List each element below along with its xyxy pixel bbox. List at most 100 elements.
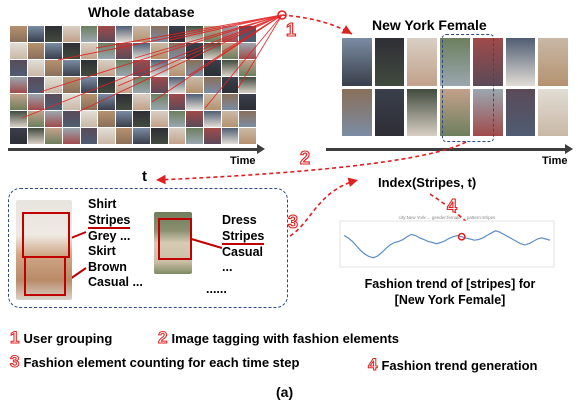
collage-photo xyxy=(45,60,62,76)
collage-photo xyxy=(45,94,62,110)
chart-caption-line1: Fashion trend of [stripes] for xyxy=(364,277,536,291)
collage-photo xyxy=(10,94,27,110)
collage-photo xyxy=(472,38,503,86)
chart-header: city:New York ... gender:female ... patt… xyxy=(399,215,497,220)
collage-photo xyxy=(133,77,151,93)
collage-photo xyxy=(505,88,536,136)
tag-brown: Brown xyxy=(88,259,127,274)
collage-photo xyxy=(62,111,80,127)
collage-photo xyxy=(342,38,372,86)
collage-photo xyxy=(239,60,256,76)
collage-photo xyxy=(151,77,168,93)
step-number-2: 2 xyxy=(299,147,311,168)
tag-ellipsis-right: ... xyxy=(222,260,233,274)
collage-photo xyxy=(239,43,256,59)
collage-photo xyxy=(62,94,80,110)
collage-photo xyxy=(27,128,45,144)
collage-photo xyxy=(239,77,256,93)
collage-photo xyxy=(115,94,133,110)
collage-photo xyxy=(221,111,239,127)
collage-photo xyxy=(407,38,438,86)
step-number-4: 4 xyxy=(446,195,458,216)
selected-time-window xyxy=(442,34,494,142)
collage-photo xyxy=(133,26,151,42)
collage-photo xyxy=(407,88,438,136)
timeline-left xyxy=(8,144,265,154)
legend-text-4: Fashion trend generation xyxy=(381,358,538,373)
collage-photo xyxy=(204,111,221,127)
trend-line xyxy=(343,230,551,259)
skirt-detection-box xyxy=(24,256,66,296)
tag-shirt: Shirt xyxy=(88,197,117,211)
time-step-label: t xyxy=(142,168,147,185)
collage-photo xyxy=(151,111,168,127)
collage-photo xyxy=(98,128,115,144)
collage-photo xyxy=(45,111,62,127)
collage-photo xyxy=(538,88,568,136)
tag-skirt: Skirt xyxy=(88,244,116,258)
collage-photo xyxy=(45,43,62,59)
collage-photo xyxy=(45,128,62,144)
chart-frame xyxy=(339,220,555,268)
fashion-trend-chart: city:New York ... gender:female ... patt… xyxy=(339,215,555,268)
legend-number-1: 1 xyxy=(9,328,20,348)
whole-database-title: Whole database xyxy=(88,4,195,20)
collage-photo xyxy=(98,94,115,110)
shirt-detection-box xyxy=(22,212,70,258)
collage-photo xyxy=(98,77,115,93)
step-number-3: 3 xyxy=(287,211,299,232)
legend-text-3: Fashion element counting for each time s… xyxy=(23,355,300,370)
collage-photo xyxy=(168,111,186,127)
collage-photo xyxy=(27,111,45,127)
collage-photo xyxy=(505,38,536,86)
collage-photo xyxy=(27,60,45,76)
collage-photo xyxy=(186,77,204,93)
collage-photo xyxy=(80,26,98,42)
tag-casual-left: Casual ... xyxy=(88,275,143,289)
collage-photo xyxy=(440,88,470,136)
collage-photo xyxy=(168,128,186,144)
highlighted-point xyxy=(457,232,466,241)
collage-photo xyxy=(133,111,151,127)
step2-arrow xyxy=(155,141,467,185)
collage-photo xyxy=(10,60,27,76)
collage-photo xyxy=(27,77,45,93)
collage-photo xyxy=(62,43,80,59)
step1-fan-lines xyxy=(21,14,283,119)
collage-photo xyxy=(10,43,27,59)
collage-photo xyxy=(98,111,115,127)
collage-photo xyxy=(239,94,256,110)
step1-arrow xyxy=(281,14,353,35)
time-label-right: Time xyxy=(542,155,568,167)
tag-stripes-left: Stripes xyxy=(88,212,131,229)
index-label: Index(Stripes, t) xyxy=(378,175,477,190)
collage-photo xyxy=(115,111,133,127)
tagging-box xyxy=(8,188,288,308)
collage-photo xyxy=(186,111,204,127)
whole-database-collage xyxy=(10,26,256,144)
collage-photo xyxy=(80,128,98,144)
collage-photo xyxy=(27,26,45,42)
tag-stripes-right: Stripes xyxy=(222,228,265,245)
collage-photo xyxy=(374,88,405,136)
collage-photo xyxy=(62,128,80,144)
collage-photo xyxy=(10,111,27,127)
collage-photo xyxy=(374,38,405,86)
collage-photo xyxy=(133,128,151,144)
collage-photo xyxy=(204,128,221,144)
collage-photo xyxy=(440,38,470,86)
collage-photo xyxy=(133,94,151,110)
legend-number-4: 4 xyxy=(367,355,378,375)
tag-casual-right: Casual xyxy=(222,244,263,259)
tag-grey: Grey ... xyxy=(88,228,131,243)
new-york-female-collage xyxy=(342,38,568,136)
collage-photo xyxy=(151,94,168,110)
collage-photo xyxy=(80,77,98,93)
collage-photo xyxy=(115,43,133,59)
collage-photo xyxy=(62,60,80,76)
step-number-1: 1 xyxy=(285,19,297,40)
step3-arrow xyxy=(289,177,359,237)
collage-photo xyxy=(45,26,62,42)
